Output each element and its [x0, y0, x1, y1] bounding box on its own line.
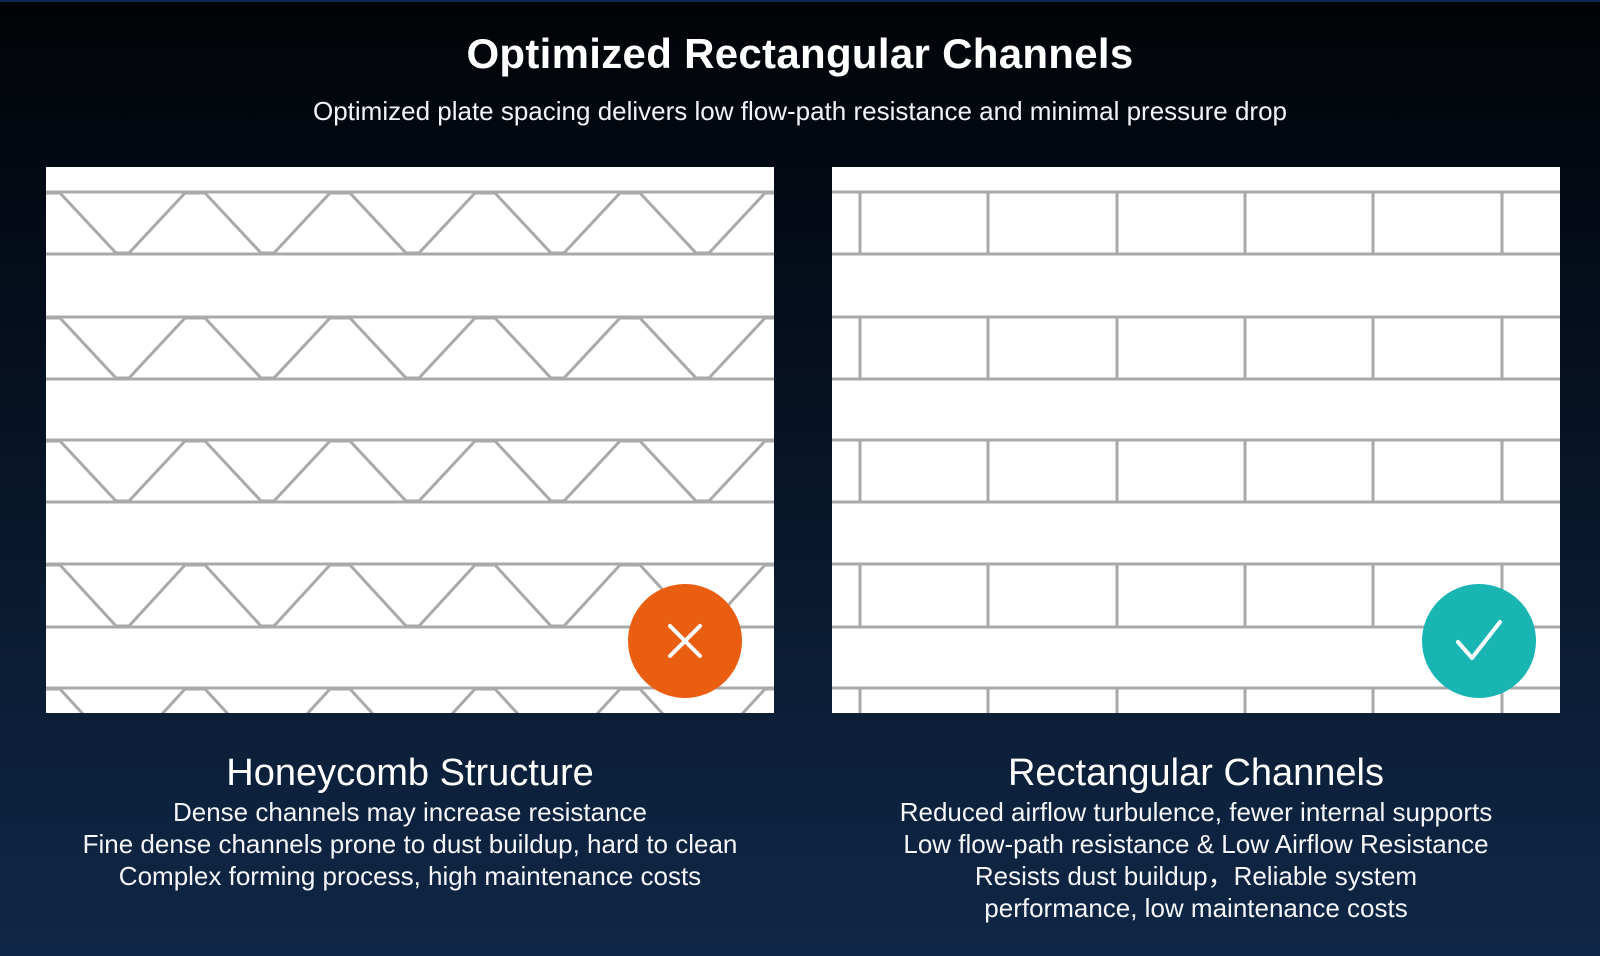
honeycomb-corrugation: [46, 687, 774, 713]
rectangular-point-3: Resists dust buildup，Reliable system: [974, 861, 1418, 891]
check-icon: [1456, 620, 1502, 660]
rectangular-point-1: Reduced airflow turbulence, fewer intern…: [899, 797, 1493, 827]
honeycomb-title: Honeycomb Structure: [226, 752, 594, 794]
page-title: Optimized Rectangular Channels: [466, 30, 1134, 77]
honeycomb-corrugation: [46, 439, 774, 503]
page-subtitle: Optimized plate spacing delivers low flo…: [312, 96, 1287, 126]
rectangular-title: Rectangular Channels: [1007, 752, 1384, 794]
top-rule: [0, 0, 1600, 2]
rectangular-point-2: Low flow-path resistance & Low Airflow R…: [903, 829, 1489, 859]
cross-icon: [668, 624, 702, 658]
honeycomb-point-3: Complex forming process, high maintenanc…: [118, 861, 702, 891]
honeycomb-description: Honeycomb Structure Dense channels may i…: [46, 750, 774, 892]
cross-badge: [628, 584, 742, 698]
honeycomb-point-2: Fine dense channels prone to dust buildu…: [82, 829, 738, 859]
honeycomb-structure-diagram: [46, 167, 774, 713]
rectangular-point-4: performance, low maintenance costs: [984, 893, 1408, 923]
honeycomb-point-1: Dense channels may increase resistance: [172, 797, 648, 827]
honeycomb-corrugation: [46, 316, 774, 380]
honeycomb-corrugation: [46, 191, 774, 255]
rectangular-description: Rectangular Channels Reduced airflow tur…: [832, 750, 1560, 924]
check-badge: [1422, 584, 1536, 698]
